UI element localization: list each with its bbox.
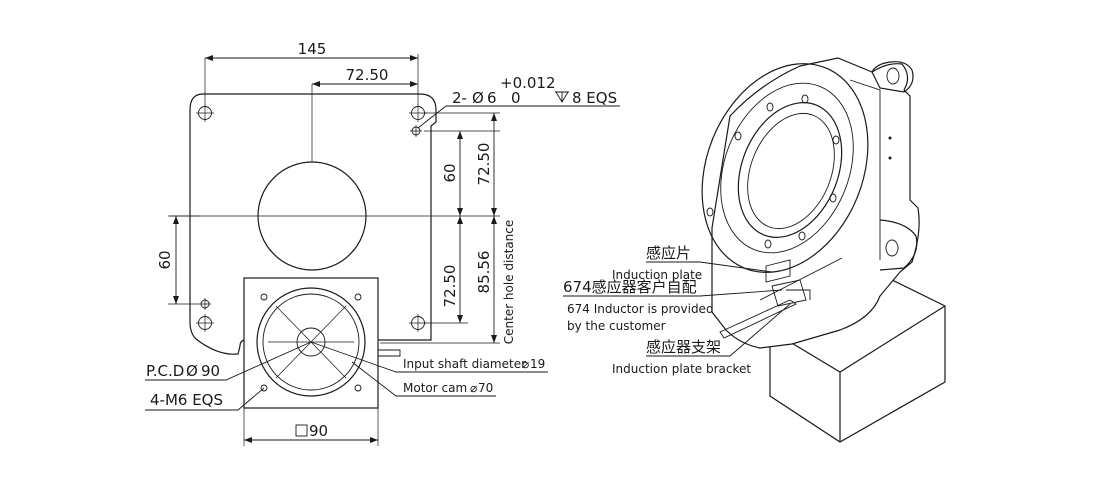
inductor-en-2: by the customer: [567, 319, 666, 333]
top-lug-hole: [886, 67, 900, 85]
tol-lower: 0: [511, 89, 521, 107]
input-shaft-value: 19: [530, 357, 545, 371]
inductor-cn: 674感应器客户自配: [563, 278, 697, 296]
dim-145: 145: [204, 40, 419, 105]
center-hole-distance: Center hole distance: [502, 220, 516, 345]
isometric-view: 感应片 Induction plate 674感应器客户自配 674 Induc…: [563, 57, 946, 443]
depth-icon: [555, 91, 569, 103]
svg-text:⌀: ⌀: [522, 357, 529, 371]
flange-inner: [737, 102, 843, 238]
side-lug-hole: [885, 239, 899, 257]
motor-cam-label: Motor cam: [403, 381, 467, 395]
v-72-50-lower-text: 72.50: [441, 265, 459, 308]
dim-72-50-top-text: 72.50: [346, 66, 389, 84]
hole-callout: 2- Ø 6 +0.012 0 8 EQS: [417, 74, 620, 129]
flange-ring: [720, 82, 854, 254]
pcd-value: 90: [201, 362, 220, 380]
svg-text:Ø: Ø: [186, 362, 198, 380]
flange-bolt-holes: [706, 94, 840, 249]
hole-diameter: 6: [487, 89, 497, 107]
plate-outline: [189, 93, 437, 355]
flange-holes: [260, 293, 362, 392]
bore: [747, 112, 835, 230]
motor-cam-circle: [262, 293, 360, 391]
square-90-text: 90: [309, 422, 328, 440]
right-vertical-dims: 60 72.50 72.50 85.56 Center hole distanc…: [380, 112, 516, 345]
m6-text: 4-M6 EQS: [150, 391, 223, 409]
shaft-callouts: Input shaft diameter ⌀ 19 Motor cam ⌀ 70: [310, 341, 548, 397]
svg-text:⌀: ⌀: [470, 381, 477, 395]
induction-assembly: [719, 257, 843, 339]
v-60-left-text: 60: [156, 250, 174, 269]
pcd-prefix: P.C.D: [146, 362, 184, 380]
hole-prefix: 2-: [452, 89, 467, 107]
square-icon: [295, 424, 308, 437]
motor-cam-value: 70: [478, 381, 493, 395]
induction-plate-cn: 感应片: [646, 244, 691, 262]
iso-labels: 感应片 Induction plate 674感应器客户自配 674 Induc…: [563, 244, 791, 376]
pcd-callout: P.C.D Ø 90: [145, 341, 312, 381]
v-85-56-text: 85.56: [475, 251, 493, 294]
v-72-50-upper-text: 72.50: [475, 143, 493, 186]
side-lug: [879, 219, 918, 271]
dim-square-90: 90: [243, 408, 379, 446]
dim-72-50-top: 72.50: [311, 66, 418, 162]
dim-145-text: 145: [298, 40, 327, 58]
m6-callout: 4-M6 EQS: [145, 387, 265, 411]
svg-text:Ø: Ø: [472, 89, 484, 107]
bracket-cn: 感应器支架: [646, 338, 721, 356]
v-60-right-text: 60: [441, 163, 459, 182]
top-lug: [871, 61, 914, 93]
input-shaft-label: Input shaft diameter: [403, 357, 526, 371]
motor-outer-circle: [256, 287, 366, 397]
front-view: 145 72.50 2- Ø 6 +0.012 0 8 EQS 60: [145, 40, 620, 446]
induction-plate-en: Induction plate: [612, 268, 702, 282]
hole-depth: 8 EQS: [572, 89, 617, 107]
dim-60-left: 60: [156, 215, 200, 305]
tol-upper: +0.012: [500, 74, 556, 92]
inductor-en-1: 674 Inductor is provided: [567, 302, 714, 316]
bracket-en: Induction plate bracket: [612, 362, 751, 376]
